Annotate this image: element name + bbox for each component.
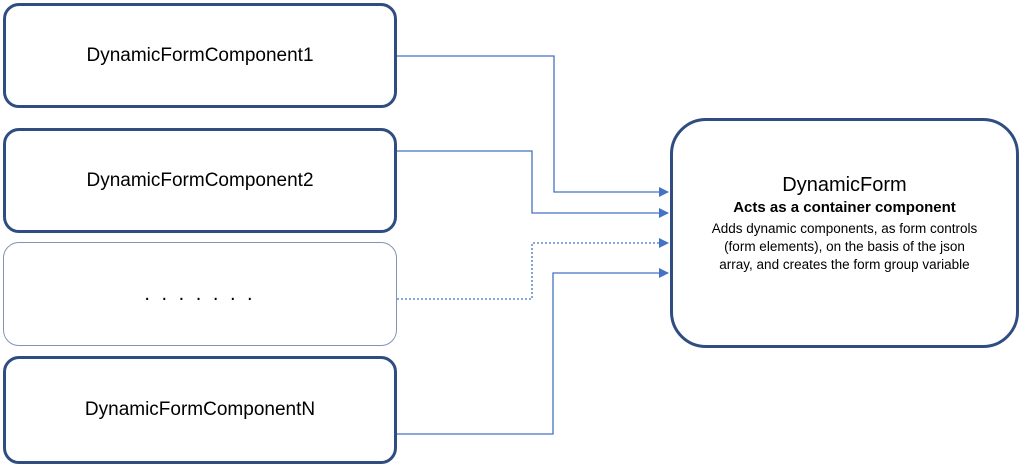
container-description: Adds dynamic components, as form control… — [711, 221, 978, 272]
connector-component2 — [397, 150, 669, 218]
component-label-1: DynamicFormComponent1 — [86, 44, 314, 66]
component-label-n: DynamicFormComponentN — [84, 399, 316, 420]
component-box-n: DynamicFormComponentN — [3, 356, 397, 464]
component-box-2: DynamicFormComponent2 — [3, 128, 397, 233]
component-box-1: DynamicFormComponent1 — [3, 3, 397, 108]
container-subtitle: Acts as a container component — [733, 199, 956, 216]
connector-ellipsis — [397, 238, 669, 300]
connector-componentN — [397, 268, 669, 435]
connector-component1 — [397, 55, 669, 197]
container-box: DynamicForm Acts as a container componen… — [670, 118, 1019, 348]
ellipsis-label: . . . . . . . — [144, 282, 256, 305]
component-label-2: DynamicFormComponent2 — [86, 169, 314, 191]
container-title: DynamicForm — [782, 174, 907, 196]
component-box-ellipsis: . . . . . . . — [3, 242, 397, 346]
